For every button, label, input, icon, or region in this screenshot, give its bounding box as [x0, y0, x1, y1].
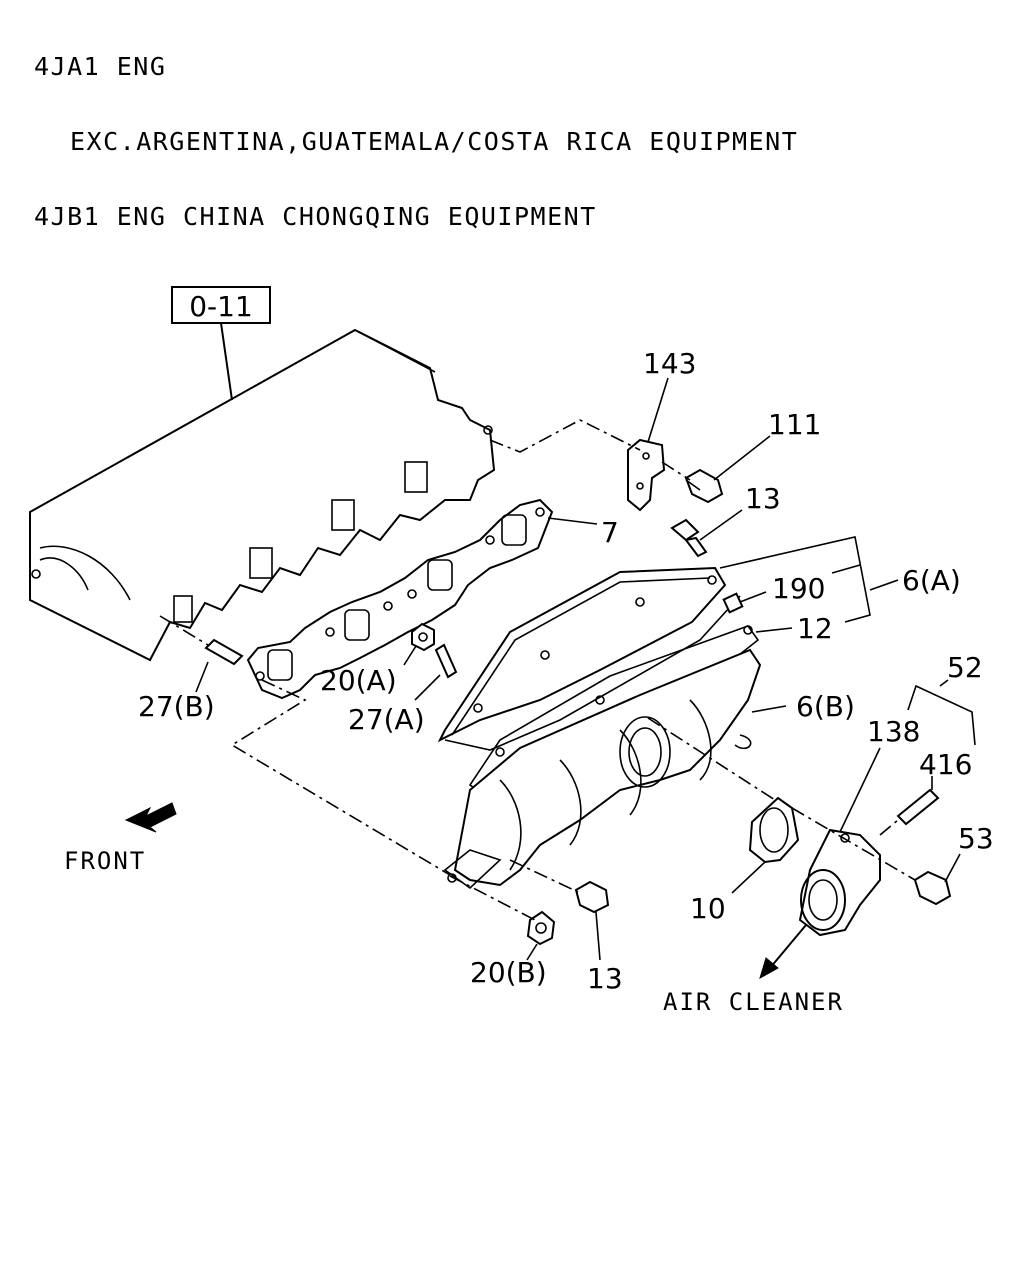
- callout-111: 111: [768, 408, 821, 441]
- header-line-1: 4JA1 ENG: [34, 52, 167, 81]
- bolt-13-bottom[interactable]: [574, 880, 610, 914]
- nut-20a[interactable]: [411, 622, 435, 652]
- manifold-gasket[interactable]: [246, 498, 554, 700]
- callout-20b: 20(B): [470, 956, 547, 989]
- nut-20b[interactable]: [526, 910, 556, 946]
- bolt-53[interactable]: [913, 870, 952, 906]
- throttle-body[interactable]: [798, 828, 881, 937]
- stud-27a[interactable]: [434, 643, 458, 679]
- front-arrow-icon: [124, 802, 177, 833]
- callout-13-top: 13: [745, 482, 781, 515]
- bracket[interactable]: [627, 438, 666, 512]
- callout-416: 416: [919, 748, 972, 781]
- callout-27b: 27(B): [138, 690, 215, 723]
- callout-6b: 6(B): [796, 690, 855, 723]
- intake-manifold-lower[interactable]: [443, 648, 762, 890]
- callout-12: 12: [797, 612, 833, 645]
- callout-10: 10: [690, 892, 726, 925]
- callout-190: 190: [772, 572, 825, 605]
- reference-box[interactable]: 0-11: [171, 286, 271, 324]
- throttle-gasket[interactable]: [748, 796, 800, 864]
- callout-7: 7: [601, 516, 619, 549]
- header-line-3: 4JB1 ENG CHINA CHONGQING EQUIPMENT: [34, 202, 597, 231]
- air-cleaner-arrow-icon: [759, 957, 779, 980]
- front-label: FRONT: [64, 847, 146, 875]
- cylinder-head: [29, 328, 496, 662]
- air-cleaner-label: AIR CLEANER: [663, 988, 844, 1016]
- plug-190[interactable]: [722, 592, 744, 614]
- bolt-111[interactable]: [684, 468, 724, 504]
- callout-27a: 27(A): [348, 703, 425, 736]
- callout-53: 53: [958, 822, 994, 855]
- stud-27b[interactable]: [204, 638, 244, 666]
- callout-52: 52: [947, 651, 983, 684]
- callout-138: 138: [867, 715, 920, 748]
- callout-6a: 6(A): [902, 564, 961, 597]
- reference-box-label: 0-11: [189, 290, 253, 323]
- bolt-13-top[interactable]: [670, 518, 708, 558]
- callout-143: 143: [643, 347, 696, 380]
- diagram-header: 4JA1 ENG EXC.ARGENTINA,GUATEMALA/COSTA R…: [34, 4, 798, 254]
- callout-13-bottom: 13: [587, 962, 623, 995]
- stud-416[interactable]: [896, 788, 940, 826]
- callout-20a: 20(A): [320, 664, 397, 697]
- header-line-2: EXC.ARGENTINA,GUATEMALA/COSTA RICA EQUIP…: [70, 127, 799, 156]
- intake-manifold-upper[interactable]: [437, 566, 741, 751]
